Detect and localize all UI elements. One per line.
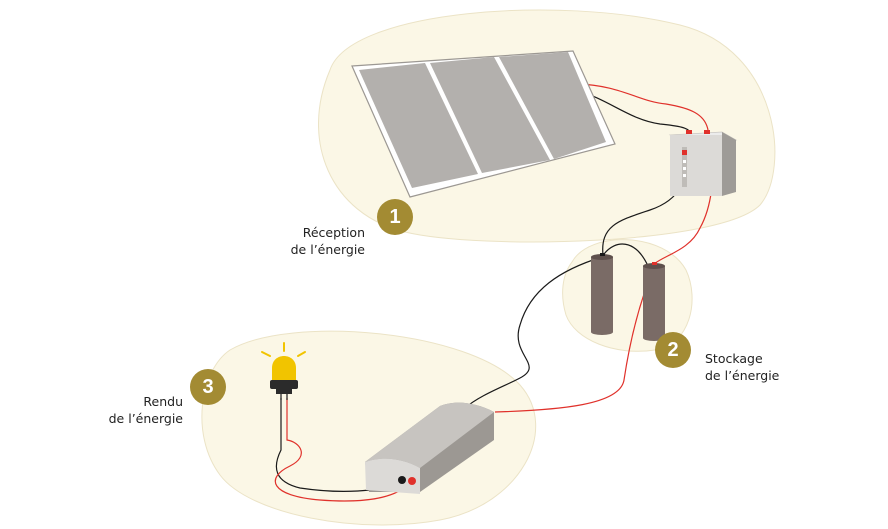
step-3-label-line1: Rendu xyxy=(143,394,183,409)
battery-link-wire xyxy=(603,243,649,267)
inverter-icon xyxy=(365,402,494,494)
step-1-badge: 1 xyxy=(377,199,413,235)
step-3-badge: 3 xyxy=(190,369,226,405)
charge-controller-icon xyxy=(668,130,738,196)
step-3-label-line2: de l’énergie xyxy=(108,411,183,426)
step-1-label: Réception de l’énergie xyxy=(262,224,365,258)
panel-red-wire xyxy=(576,83,709,131)
step-2-label-line1: Stockage xyxy=(705,351,763,366)
panel-black-wire xyxy=(575,89,691,133)
battery-icon xyxy=(591,253,665,341)
step-3-label: Rendu de l’énergie xyxy=(80,393,183,427)
step-1-label-line1: Réception xyxy=(302,225,365,240)
step-2-badge: 2 xyxy=(655,332,691,368)
step-2-label: Stockage de l’énergie xyxy=(705,350,815,384)
light-bulb-icon xyxy=(261,342,306,400)
battery-black-to-inverter xyxy=(464,256,603,409)
battery-red-to-inverter xyxy=(494,264,656,413)
solar-panel-icon xyxy=(351,50,616,198)
step-1-label-line2: de l’énergie xyxy=(290,242,365,257)
bulb-red-wire xyxy=(274,398,412,502)
step-2-label-line2: de l’énergie xyxy=(705,368,780,383)
